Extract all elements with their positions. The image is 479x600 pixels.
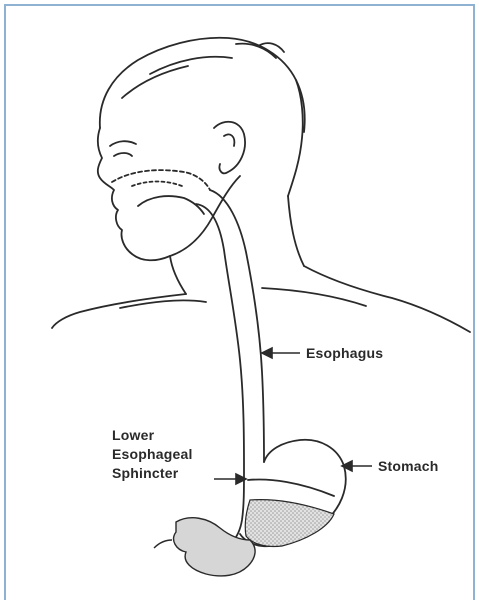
head-outline <box>100 38 305 132</box>
stomach-fluid <box>245 500 334 547</box>
ear-inner <box>224 134 234 146</box>
duodenum-tail <box>154 540 172 548</box>
esophagus-label: Esophagus <box>306 344 383 363</box>
esophagus-wall-back <box>210 190 264 462</box>
palate <box>132 182 182 187</box>
duodenum <box>174 518 255 576</box>
left-shoulder <box>52 294 186 328</box>
eye <box>114 153 132 156</box>
hair-back <box>288 80 303 196</box>
face-profile <box>98 128 170 260</box>
esophagus-wall-front <box>196 204 244 542</box>
stomach-label: Stomach <box>378 457 439 476</box>
collarbone-right <box>262 288 366 306</box>
right-shoulder <box>304 266 470 332</box>
stomach-inner-line <box>248 480 334 496</box>
ear <box>214 122 245 174</box>
nasal-cavity <box>112 170 210 190</box>
sphincter-label-line2: Esophageal <box>112 445 193 464</box>
esophagus-arrowhead <box>262 348 272 358</box>
tongue <box>138 196 204 214</box>
sphincter-label-line3: Sphincter <box>112 464 193 483</box>
hair-strands <box>122 43 284 98</box>
eyebrow <box>110 141 136 146</box>
neck-front <box>170 256 186 294</box>
lower-esophageal-sphincter-label: Lower Esophageal Sphincter <box>112 426 193 483</box>
jaw <box>170 176 240 256</box>
neck-back <box>288 196 304 266</box>
sphincter-label-line1: Lower <box>112 426 193 445</box>
